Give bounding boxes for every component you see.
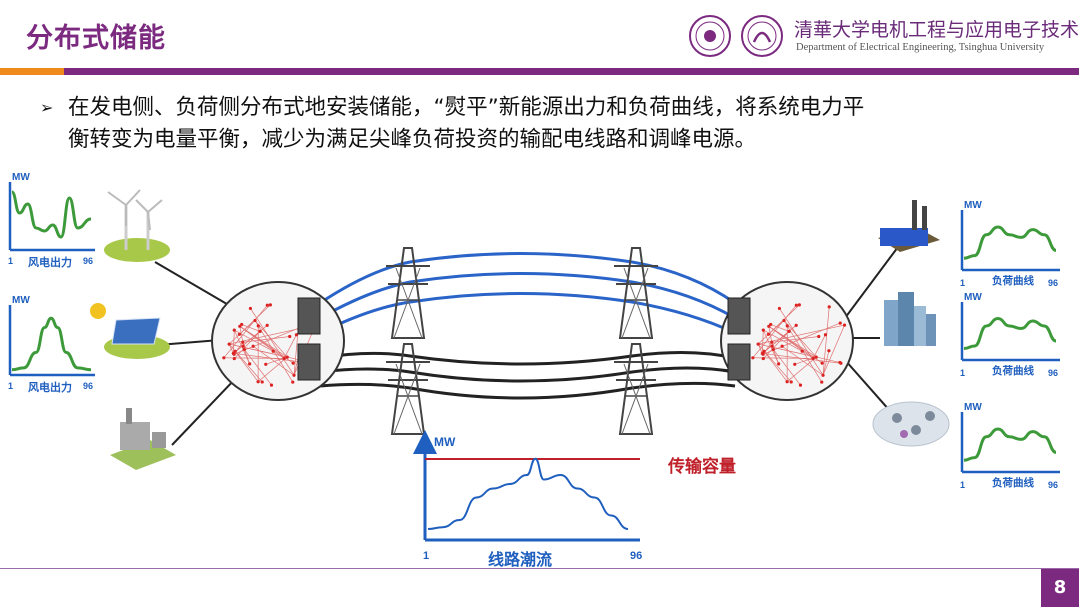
flow-ylabel: MW xyxy=(434,435,456,449)
load-curve-chart-2-caption: 负荷曲线 xyxy=(992,364,1034,377)
flow-caption: 线路潮流 xyxy=(488,550,552,569)
load-curve-chart-2-x-start: 1 xyxy=(960,368,965,378)
wind-output-chart-curve xyxy=(12,192,91,237)
load-curve-chart-2: MW 负荷曲线 1 96 xyxy=(960,292,1060,378)
thermal-plant-icon xyxy=(110,408,176,470)
load-curve-chart-2-curve xyxy=(964,319,1056,349)
load-curve-chart-3-ylabel: MW xyxy=(964,402,982,413)
load-curve-chart-2-ylabel: MW xyxy=(964,292,982,303)
load-curve-chart-3: MW 负荷曲线 1 96 xyxy=(960,402,1060,490)
load-curve-chart-1-ylabel: MW xyxy=(964,200,982,211)
right-substation xyxy=(721,282,853,400)
transmission-towers xyxy=(386,248,658,434)
load-curve-chart-3-curve xyxy=(964,429,1056,460)
solar-output-chart-x-start: 1 xyxy=(8,381,13,391)
solar-farm-icon xyxy=(90,303,170,359)
wind-output-chart-caption: 风电出力 xyxy=(28,255,72,269)
wind-output-chart-x-start: 1 xyxy=(8,256,13,266)
flow-x-start: 1 xyxy=(423,550,429,562)
load-curve-chart-3-x-start: 1 xyxy=(960,480,965,490)
footer-band xyxy=(0,568,1079,608)
city-buildings-icon xyxy=(884,292,936,346)
load-curve-chart-3-caption: 负荷曲线 xyxy=(992,476,1034,489)
load-curve-chart-1-x-start: 1 xyxy=(960,278,965,288)
transmission-lines xyxy=(320,254,735,399)
solar-output-chart-x-end: 96 xyxy=(83,381,93,391)
capacity-label: 传输容量 xyxy=(667,456,736,476)
smart-community-icon xyxy=(873,402,949,446)
load-curve-chart-1-x-end: 96 xyxy=(1048,278,1058,288)
wind-farm-icon xyxy=(104,190,170,262)
page-number: 8 xyxy=(1041,569,1079,607)
left-substation xyxy=(212,282,344,400)
solar-output-chart-caption: 风电出力 xyxy=(28,380,72,394)
solar-output-chart: MW 风电出力 1 96 xyxy=(8,295,95,394)
load-curve-chart-2-x-end: 96 xyxy=(1048,368,1058,378)
solar-output-chart-curve xyxy=(12,318,91,369)
solar-output-chart-ylabel: MW xyxy=(12,295,30,306)
load-curve-chart-3-x-end: 96 xyxy=(1048,480,1058,490)
flow-x-end: 96 xyxy=(630,550,642,562)
load-curve-chart-1: MW 负荷曲线 1 96 xyxy=(960,200,1060,288)
line-flow-chart: MW 传输容量 线路潮流 1 96 xyxy=(423,435,736,569)
wind-output-chart-x-end: 96 xyxy=(83,256,93,266)
load-curve-chart-1-curve xyxy=(964,227,1056,258)
wind-output-chart-ylabel: MW xyxy=(12,172,30,183)
factory-icon xyxy=(878,200,940,252)
wind-output-chart: MW 风电出力 1 96 xyxy=(8,172,95,269)
load-curve-chart-1-caption: 负荷曲线 xyxy=(992,274,1034,287)
flow-curve xyxy=(428,459,628,529)
